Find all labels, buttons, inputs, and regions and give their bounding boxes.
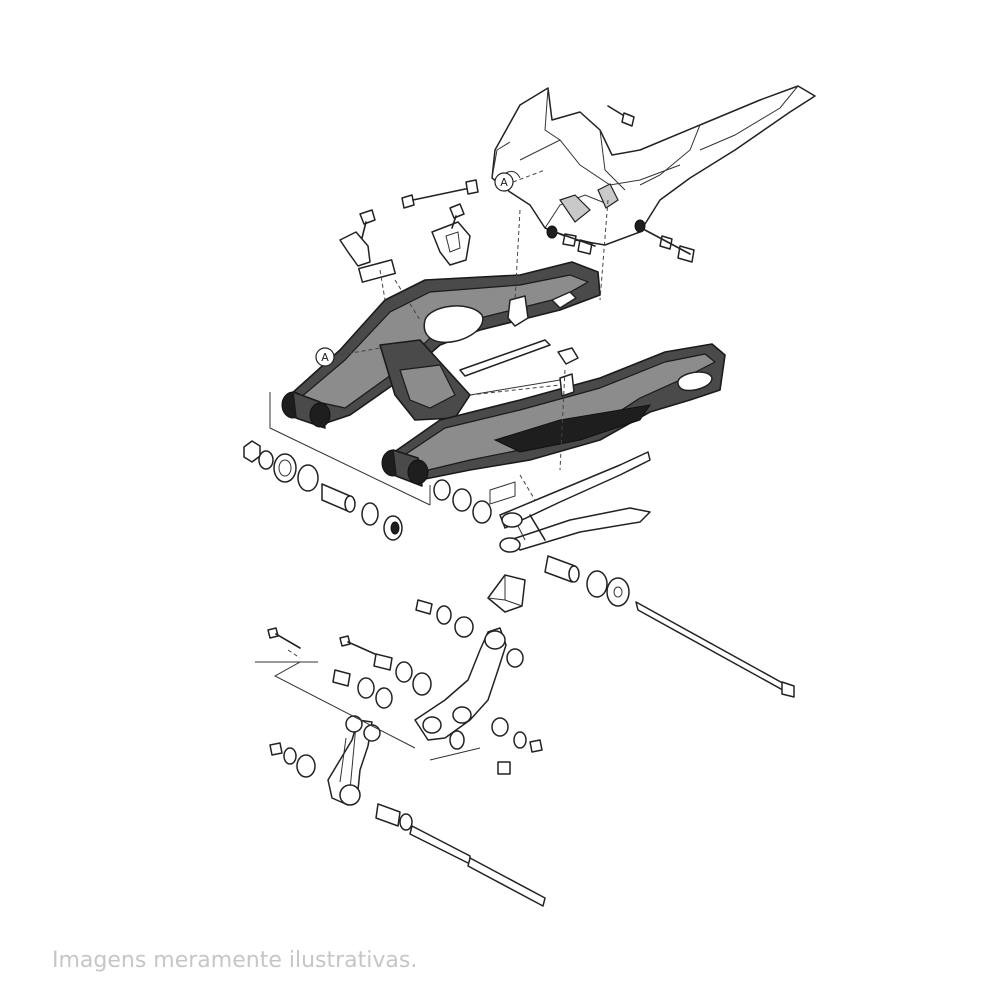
pivot-shaft-assembly [544, 555, 795, 698]
pivot-hardware-right [433, 479, 516, 524]
callout-a-lower: A [315, 347, 381, 367]
swingarm [281, 261, 726, 487]
pivot-hardware-left [243, 440, 403, 541]
brake-hose-guide [431, 203, 471, 266]
connecting-rod [327, 715, 381, 806]
leader-lines [269, 199, 609, 506]
fender-bolt-mid [554, 231, 596, 255]
linkage-hardware [267, 599, 543, 775]
disclaimer-text: Imagens meramente ilustrativas. [52, 948, 418, 973]
callout-a-lower-label: A [321, 351, 329, 364]
fender-bolt-right [644, 229, 695, 263]
fender-bolt-top [607, 105, 635, 127]
fender-bolt-left [401, 179, 479, 209]
relay-arm [414, 627, 507, 741]
callout-a-upper: A [494, 169, 546, 192]
lower-leader-lines [255, 649, 481, 761]
rear-fender [491, 85, 816, 246]
linkage-mount-bracket [487, 574, 526, 613]
lower-link-hardware [269, 742, 546, 907]
callout-a-upper-label: A [500, 176, 508, 189]
cable-clip-left [339, 209, 396, 283]
chain-slider [499, 451, 651, 553]
